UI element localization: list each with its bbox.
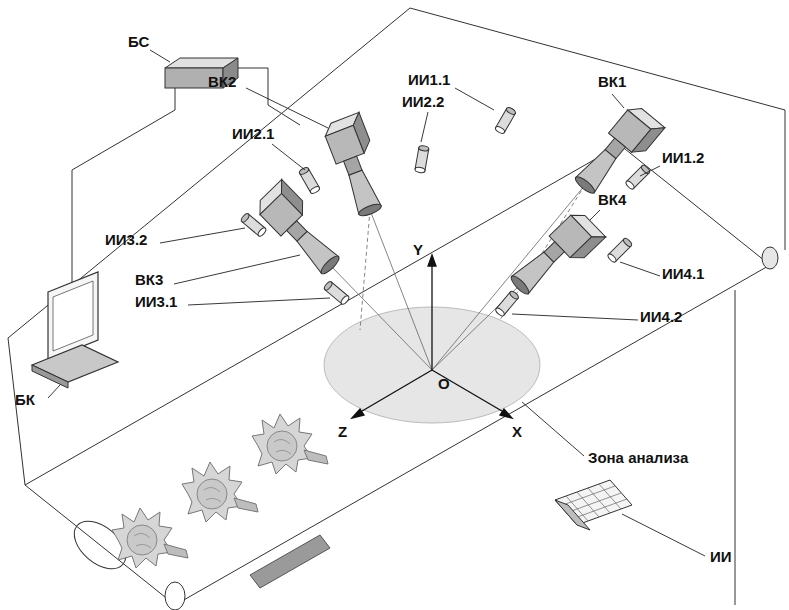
callout-label: ВК3	[135, 272, 163, 289]
callout-label: Зона анализа	[588, 450, 688, 467]
callout-label: ИИ2.1	[232, 126, 274, 143]
callout-label: БС	[128, 34, 149, 51]
callout-label: X	[512, 424, 522, 441]
callout-label: Z	[338, 424, 347, 441]
callout-label: ВК2	[208, 74, 236, 91]
callout-label: БК	[15, 392, 35, 409]
callout-label: ИИ4.2	[640, 309, 682, 326]
callout-label: ИИ	[710, 549, 732, 566]
callout-label: ИИ3.1	[135, 294, 177, 311]
callout-label: ИИ4.1	[662, 266, 704, 283]
callout-label: O	[438, 376, 450, 393]
callout-label: ИИ3.2	[105, 232, 147, 249]
callout-label: ИИ1.2	[662, 150, 704, 167]
callout-label: ВК1	[598, 74, 626, 91]
callout-label: Y	[413, 242, 423, 259]
callout-label: ВК4	[598, 192, 626, 209]
callout-label: ИИ1.1	[408, 72, 450, 89]
callout-label: ИИ2.2	[402, 94, 444, 111]
